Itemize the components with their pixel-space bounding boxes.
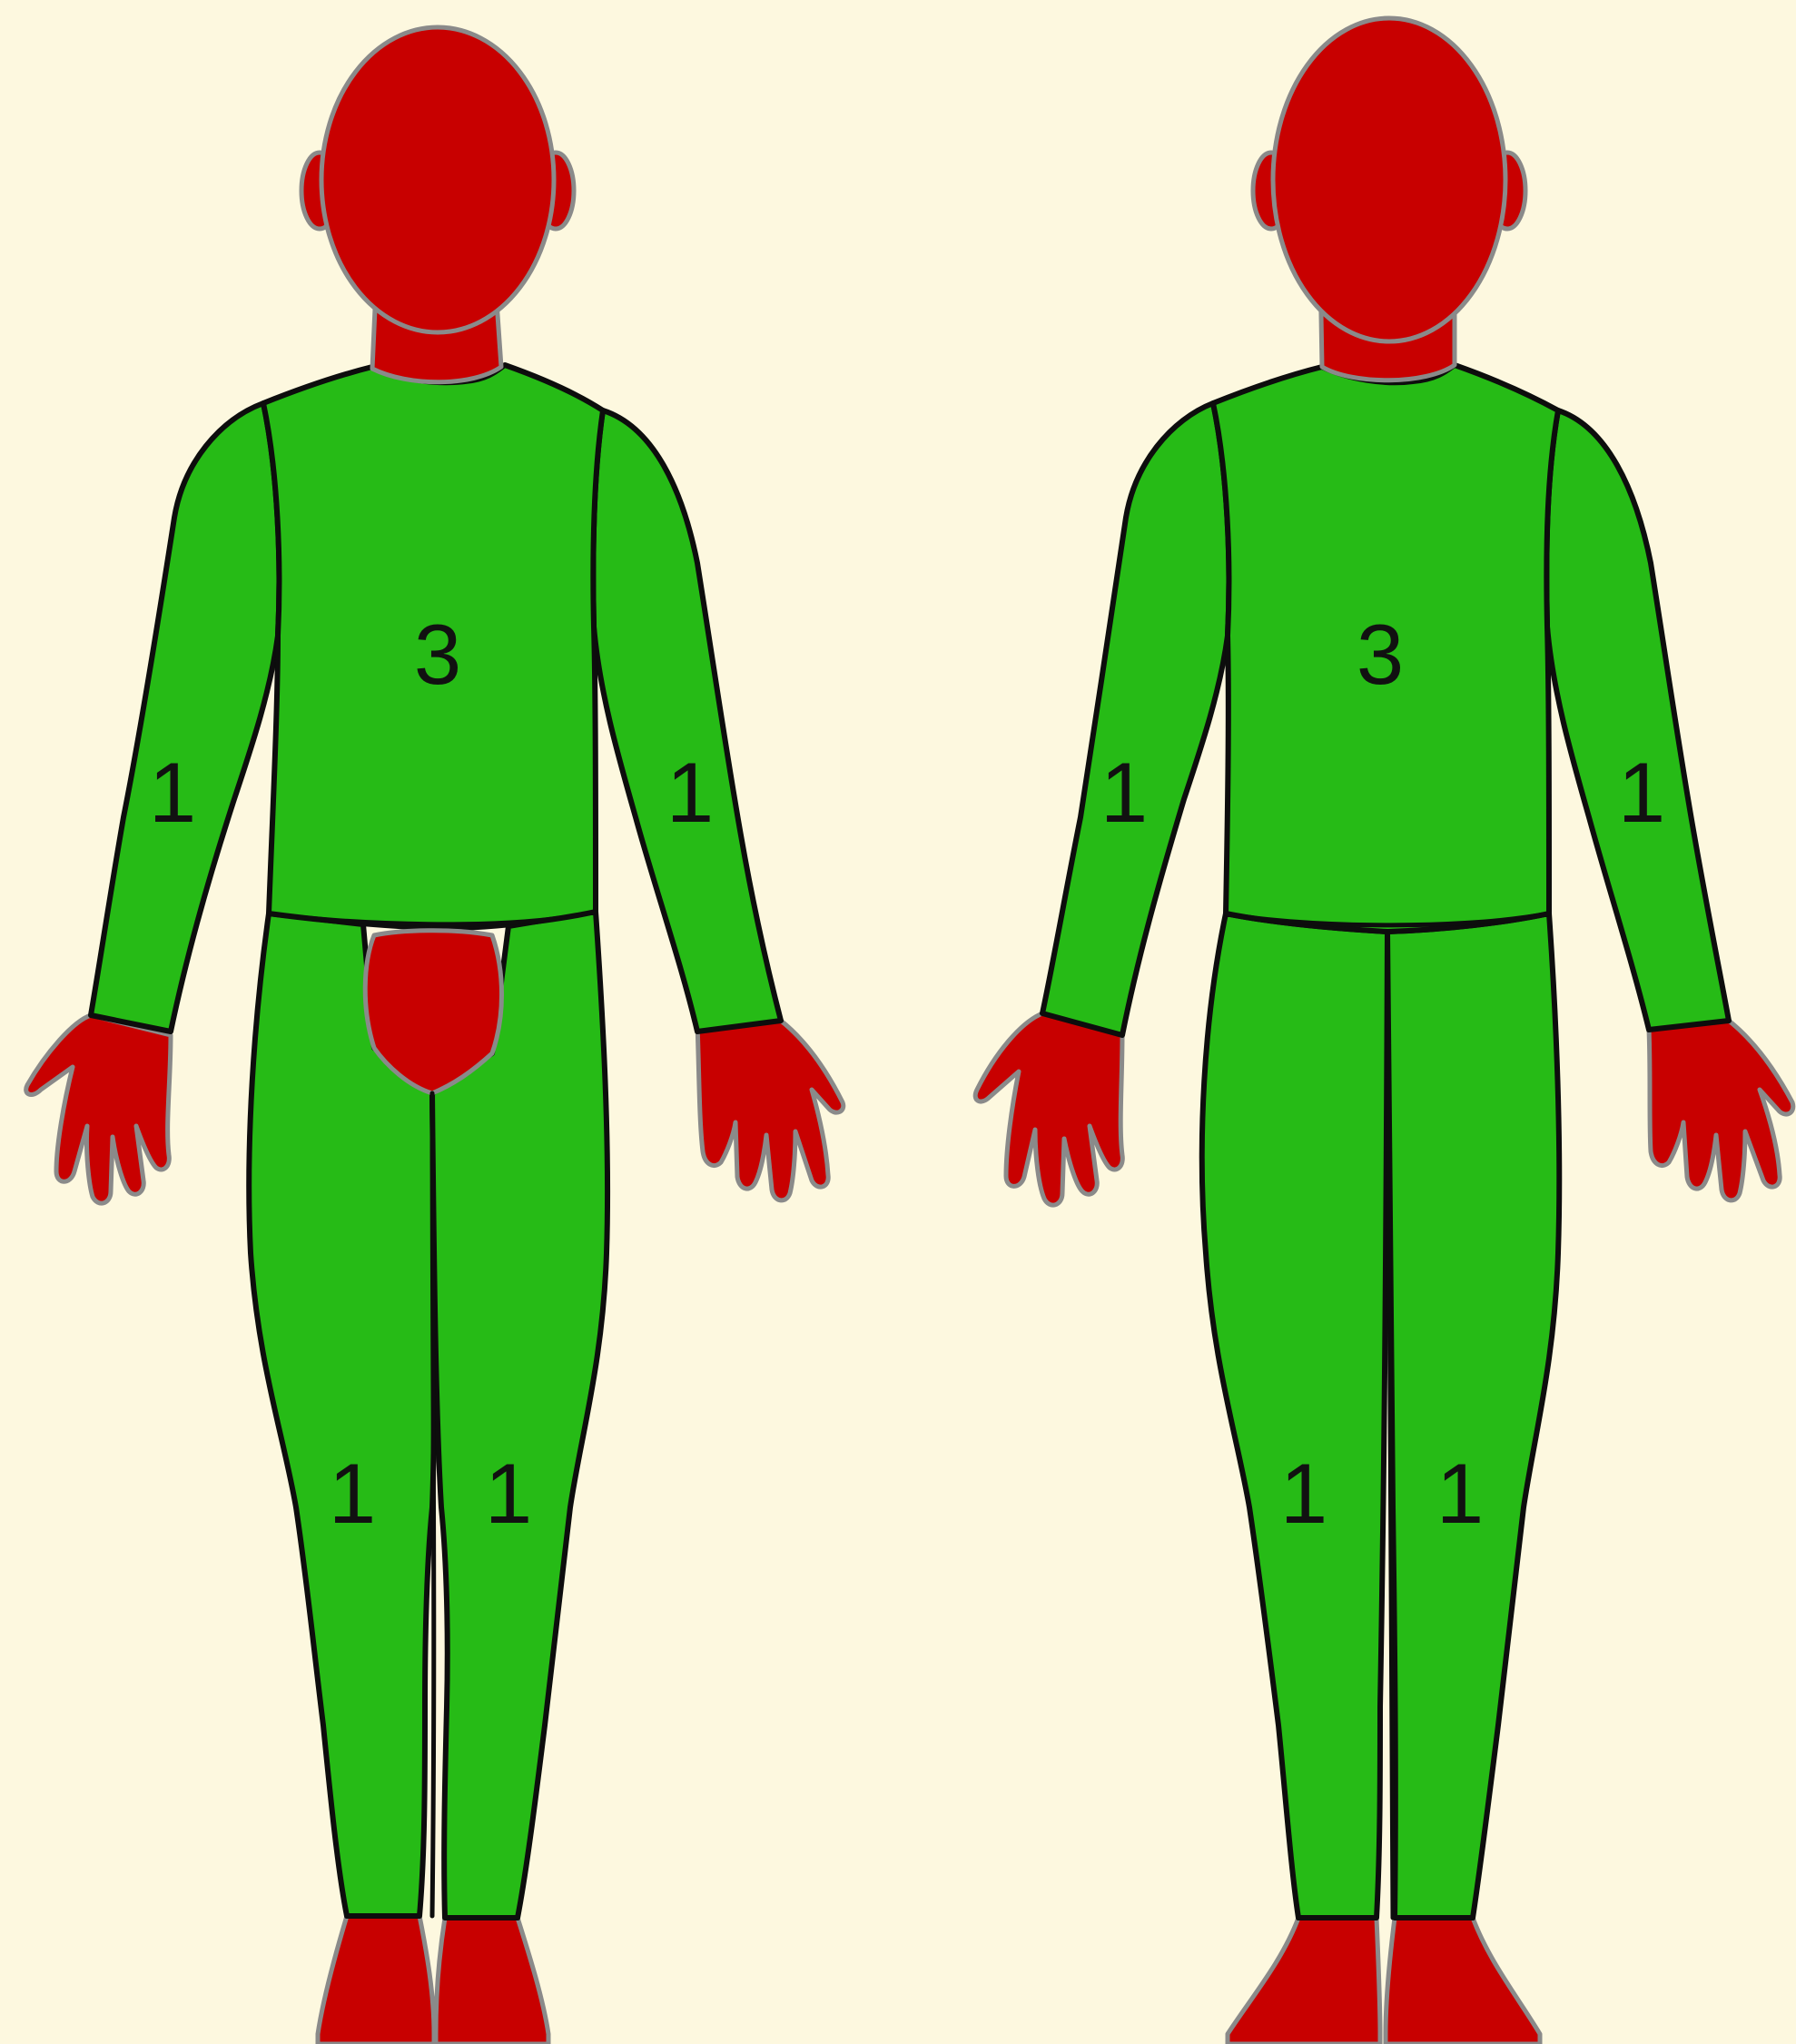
front-right-arm [593,410,781,1032]
front-left-arm [91,403,279,1032]
front-left-hand [26,1015,171,1203]
front-right-foot [436,1918,548,2044]
front-right-hand [697,1021,844,1200]
front-trunk-label: 3 [414,607,461,702]
back-right-hand [1649,1021,1793,1200]
back-right-arm-label: 1 [1618,745,1665,840]
front-figure: 3 1 1 1 1 [26,27,844,2044]
back-right-leg-label: 1 [1436,1446,1484,1541]
front-inseam [432,1093,434,1916]
back-left-leg [1202,913,1387,1918]
front-left-arm-label: 1 [149,745,196,840]
back-left-arm [1042,403,1229,1035]
back-right-arm [1546,410,1729,1030]
back-left-foot [1228,1918,1380,2044]
back-left-leg-label: 1 [1280,1446,1327,1541]
front-head [321,27,554,332]
back-head [1273,18,1505,341]
back-figure: 3 1 1 1 1 [975,18,1793,2044]
back-trunk-label: 3 [1357,607,1404,702]
front-right-leg-label: 1 [485,1446,532,1541]
front-left-leg-label: 1 [329,1446,376,1541]
front-left-foot [318,1916,434,2044]
front-right-arm-label: 1 [666,745,714,840]
back-right-foot [1386,1918,1540,2044]
back-right-leg [1387,913,1559,1918]
back-left-arm-label: 1 [1100,745,1148,840]
back-left-hand [975,1013,1122,1205]
